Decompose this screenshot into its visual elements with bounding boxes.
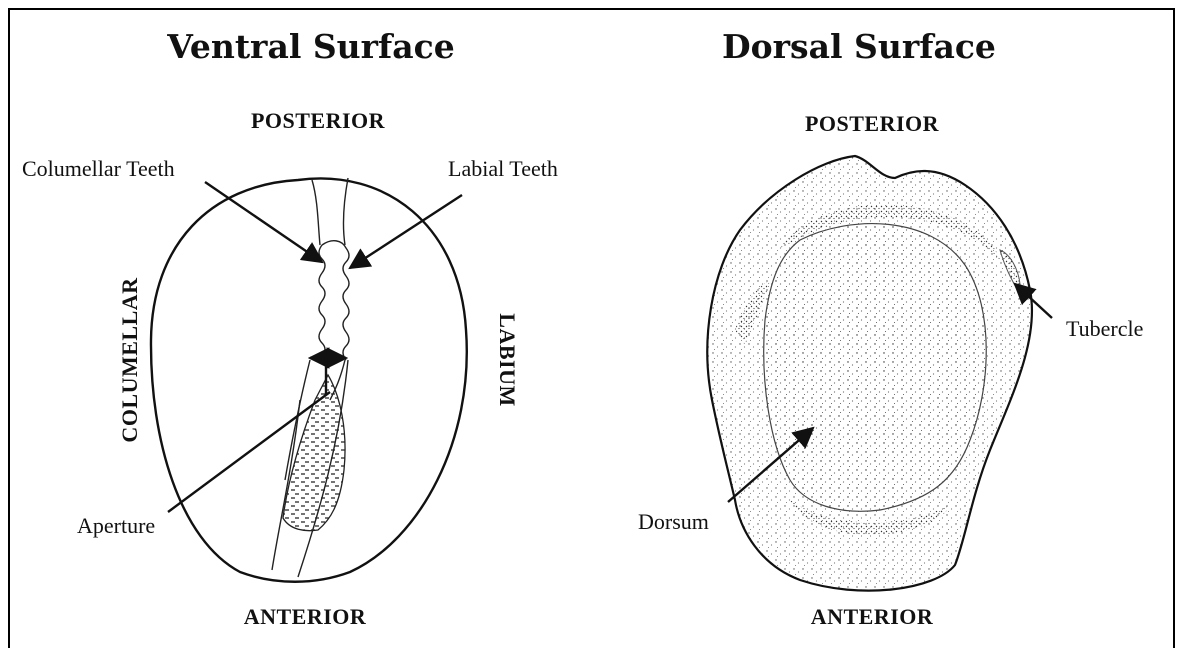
columellar-teeth-label: Columellar Teeth [22, 156, 175, 181]
labial-teeth-label: Labial Teeth [448, 156, 558, 181]
aperture-label: Aperture [77, 513, 155, 538]
labium-side-label: LABIUM [495, 313, 520, 406]
dorsal-title: Dorsal Surface [722, 27, 996, 66]
columellar-side-label: COLUMELLAR [117, 277, 142, 443]
columellar-teeth-arrow [205, 182, 322, 262]
dorsal-anterior-label: ANTERIOR [811, 604, 934, 629]
aperture-teeth [319, 241, 349, 360]
dorsum-label: Dorsum [638, 509, 709, 534]
dorsal-posterior-label: POSTERIOR [805, 111, 940, 136]
ventral-title: Ventral Surface [166, 27, 454, 66]
tubercle-label: Tubercle [1066, 316, 1143, 341]
ventral-posterior-label: POSTERIOR [251, 108, 386, 133]
ventral-anterior-label: ANTERIOR [244, 604, 367, 629]
dorsum-region [764, 224, 987, 512]
